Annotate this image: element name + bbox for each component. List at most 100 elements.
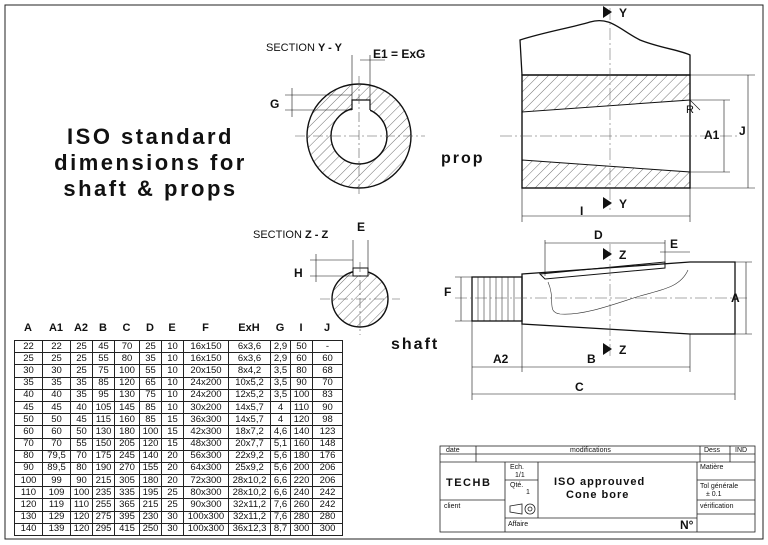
table-cell: 35 (42, 376, 71, 390)
table-cell: 83 (312, 388, 343, 402)
table-cell: 120 (14, 498, 43, 512)
table-cell: 45 (70, 413, 93, 427)
tb-qte: Qté. (510, 482, 524, 489)
tb-ind: IND (735, 447, 748, 454)
table-cell: 275 (92, 510, 115, 524)
table-cell: 130 (14, 510, 43, 524)
table-cell: 22x9,2 (228, 449, 271, 463)
table-cell: 35 (139, 352, 162, 366)
table-cell: 140 (139, 449, 162, 463)
y-top-label: Y (619, 6, 628, 20)
table-cell: 60 (290, 352, 313, 366)
table-cell: 110 (14, 486, 43, 500)
table-cell: 10 (161, 339, 184, 354)
table-cell: 70 (14, 437, 43, 451)
table-cell: 30 (161, 510, 184, 524)
d-label: D (594, 228, 603, 242)
table-cell: 245 (114, 449, 140, 463)
table-cell: 15 (161, 425, 184, 439)
section-zz-code: Z - Z (304, 229, 329, 241)
f-label: F (444, 285, 452, 299)
table-cell: 175 (92, 449, 115, 463)
table-cell: 40 (14, 388, 43, 402)
table-cell: 140 (14, 522, 43, 537)
section-zz-view (310, 240, 400, 335)
y-bottom-label: Y (619, 197, 628, 211)
tb-drawing-title-2: Cone bore (566, 489, 630, 501)
table-cell: 415 (114, 522, 140, 537)
section-yy-view (285, 55, 425, 196)
table-cell: 260 (290, 498, 313, 512)
table-cell: 60 (42, 425, 71, 439)
table-cell: 25 (42, 352, 71, 366)
table-cell: 10 (161, 388, 184, 402)
table-cell: 6x3,6 (228, 352, 271, 366)
e-section-label: E (357, 220, 366, 234)
table-cell: 100 (70, 486, 93, 500)
table-cell: 90x300 (183, 498, 229, 512)
table-cell: 35 (14, 376, 43, 390)
table-cell: 10x5,2 (228, 376, 271, 390)
heading-line-1: ISO standard (67, 124, 234, 149)
table-cell: 242 (312, 498, 343, 512)
a1-label: A1 (704, 128, 720, 142)
table-cell: 20x7,7 (228, 437, 271, 451)
table-cell: 335 (114, 486, 140, 500)
table-cell: 16x150 (183, 352, 229, 366)
table-cell: 120 (290, 413, 313, 427)
table-cell: 5,1 (270, 437, 291, 451)
table-cell: 8x4,2 (228, 364, 271, 378)
table-cell: 45 (14, 400, 43, 415)
header-d: D (146, 322, 154, 334)
table-cell: 160 (114, 413, 140, 427)
table-cell: 10 (161, 400, 184, 415)
section-zz-word: SECTION (253, 229, 302, 241)
e1-label: E1 = ExG (373, 47, 426, 61)
header-e: E (168, 322, 176, 334)
table-cell: 50 (14, 413, 43, 427)
table-cell: 120 (139, 437, 162, 451)
table-cell: 7,6 (270, 510, 291, 524)
table-cell: 75 (92, 364, 115, 378)
table-cell: 79,5 (42, 449, 71, 463)
c-label: C (575, 380, 584, 394)
table-cell: 3,5 (270, 388, 291, 402)
header-c: C (122, 322, 131, 334)
table-cell: 35 (70, 376, 93, 390)
table-cell: 195 (139, 486, 162, 500)
table-cell: 100x300 (183, 510, 229, 524)
b-label: B (587, 352, 596, 366)
table-cell: 305 (114, 474, 140, 488)
table-cell: 255 (92, 498, 115, 512)
tb-tol: Tol générale (700, 483, 739, 490)
table-cell: 55 (92, 352, 115, 366)
table-cell: 28x10,2 (228, 486, 271, 500)
drawing-heading: ISO standard dimensions for shaft & prop… (18, 124, 283, 202)
table-cell: 50 (42, 413, 71, 427)
table-cell: 7,6 (270, 498, 291, 512)
table-cell: 98 (312, 413, 343, 427)
prop-label: prop (441, 150, 485, 167)
section-yy-code: Y - Y (317, 42, 343, 54)
table-cell: 14x5,7 (228, 400, 271, 415)
table-cell: 280 (290, 510, 313, 524)
table-cell: 110 (70, 498, 93, 512)
table-cell: 48x300 (183, 437, 229, 451)
table-cell: 25 (161, 498, 184, 512)
table-cell: 32x11,2 (228, 510, 271, 524)
table-cell: 80x300 (183, 486, 229, 500)
table-cell: 20 (161, 461, 184, 476)
table-cell: 75 (139, 388, 162, 402)
table-cell: 40 (70, 400, 93, 415)
table-cell: 60 (312, 352, 343, 366)
shaft-label: shaft (391, 336, 440, 353)
table-cell: 100x300 (183, 522, 229, 537)
